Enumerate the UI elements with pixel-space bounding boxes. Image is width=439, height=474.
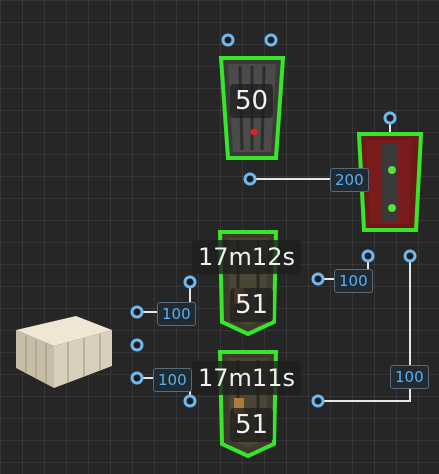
crafter-a-output-badge: 100 <box>334 269 373 293</box>
link-badge: 100 <box>390 365 429 389</box>
port-battery-out-icon[interactable] <box>264 33 278 47</box>
crafter-b-count: 51 <box>230 408 274 442</box>
port-left-a-icon[interactable] <box>130 305 144 319</box>
crafter-b-input-badge: 100 <box>153 368 192 392</box>
port-left-c-icon[interactable] <box>130 371 144 385</box>
crafter-b-timer: 17m11s <box>192 361 301 395</box>
crafter-a-input-badge: 100 <box>157 302 196 326</box>
crate-icon <box>16 316 112 388</box>
wire-link <box>318 256 411 402</box>
crate[interactable] <box>10 312 118 392</box>
generator-output-badge: 200 <box>330 168 369 192</box>
crafter-a-timer: 17m12s <box>192 240 301 274</box>
battery-charge: 50 <box>230 84 274 118</box>
generator[interactable] <box>356 130 424 234</box>
crafter-a-count: 51 <box>230 288 274 322</box>
port-right-b-icon[interactable] <box>403 249 417 263</box>
port-right-a-icon[interactable] <box>361 249 375 263</box>
port-crafter-b-out-icon[interactable] <box>311 394 325 408</box>
port-generator-icon[interactable] <box>383 111 397 125</box>
port-battery-in-icon[interactable] <box>221 33 235 47</box>
port-crafter-b-in-icon[interactable] <box>183 394 197 408</box>
port-crafter-a-in-icon[interactable] <box>183 275 197 289</box>
generator-icon <box>356 132 424 232</box>
port-crafter-a-out-icon[interactable] <box>311 272 325 286</box>
port-battery-wire-icon[interactable] <box>243 172 257 186</box>
port-left-b-icon[interactable] <box>130 338 144 352</box>
